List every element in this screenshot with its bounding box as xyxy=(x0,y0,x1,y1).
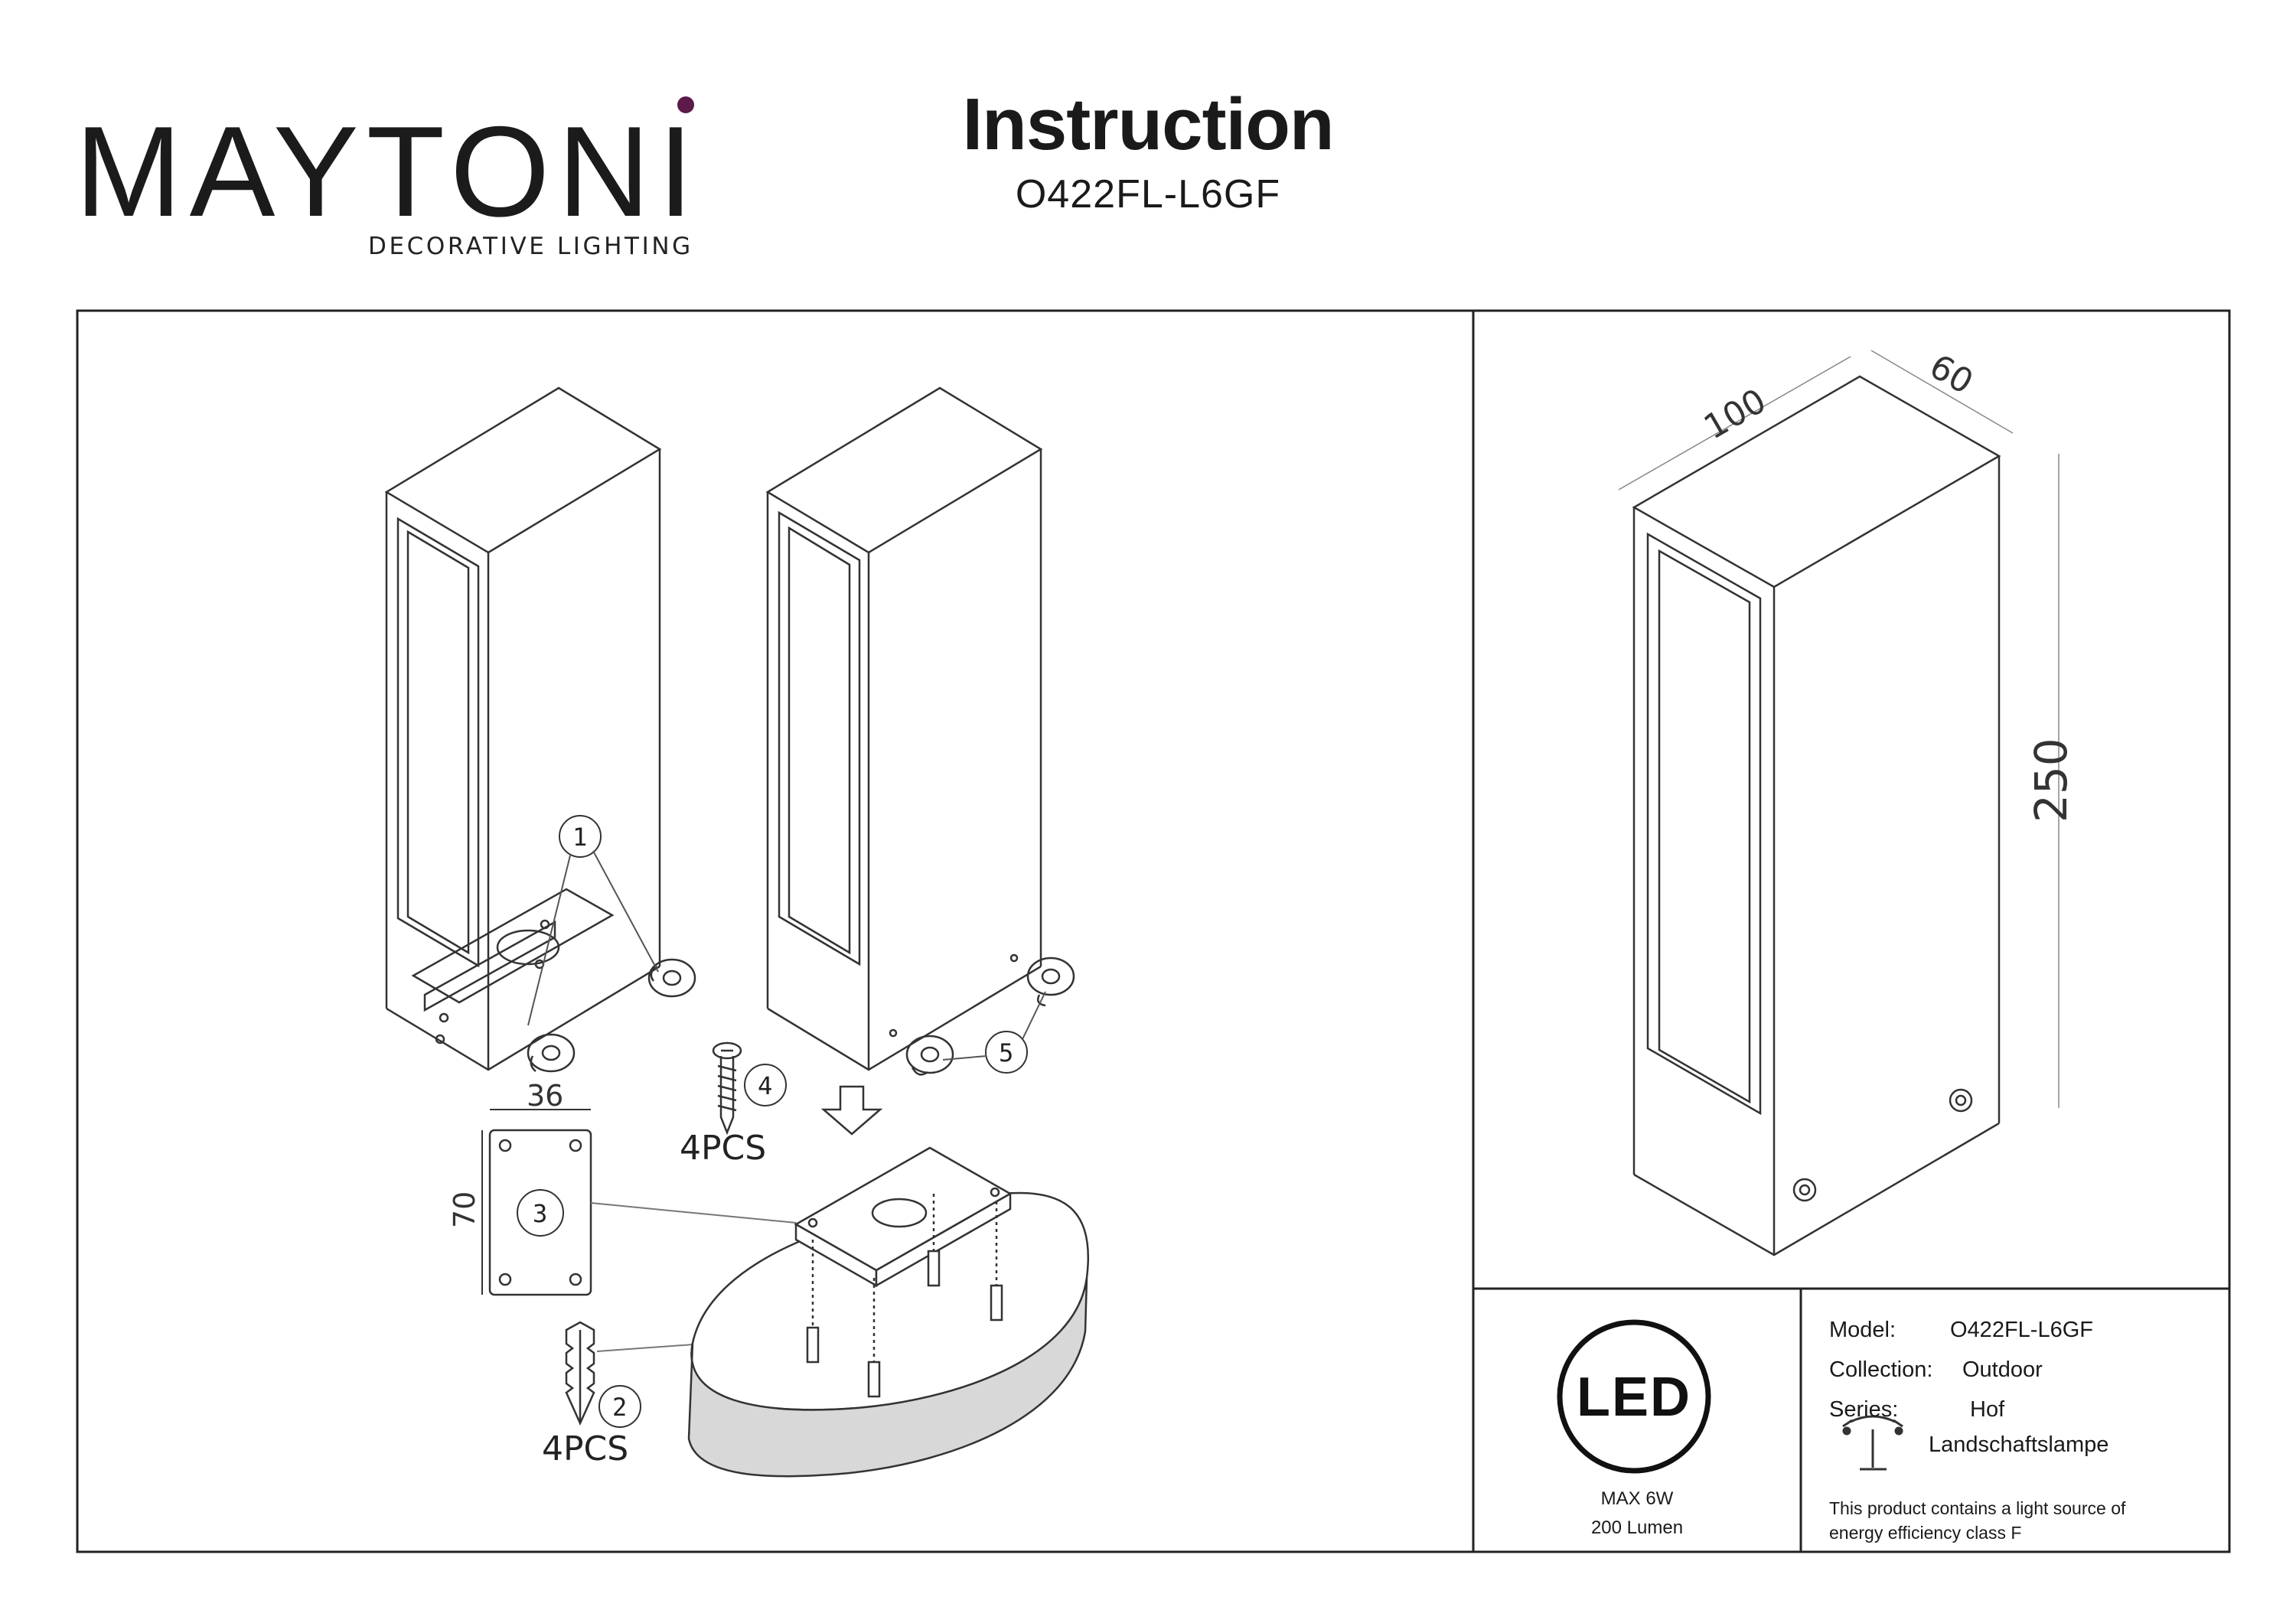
collection-label: Collection: xyxy=(1829,1357,1933,1382)
svg-text:4: 4 xyxy=(758,1071,772,1100)
anchor-quantity: 4PCS xyxy=(542,1429,628,1468)
brand-name: MAYTONI xyxy=(75,107,701,230)
svg-text:3: 3 xyxy=(533,1199,547,1228)
brand-logo: MAYTONI xyxy=(75,107,701,230)
lamp-closed xyxy=(765,386,1043,1071)
bolt-5b xyxy=(1026,957,1075,1007)
model-code-header: O422FL-L6GF xyxy=(1015,172,1281,217)
brand-tagline: DECORATIVE LIGHTING xyxy=(368,233,693,260)
dimension-depth: 60 xyxy=(1923,347,1980,402)
callout-3: 3 xyxy=(517,1189,564,1237)
svg-text:1: 1 xyxy=(572,823,587,852)
anchors-in-stone xyxy=(806,1194,1003,1398)
plate-width-label: 36 xyxy=(527,1079,563,1113)
product-type: Landschaftslampe xyxy=(1929,1432,2109,1457)
led-badge-text: LED xyxy=(1577,1367,1691,1428)
energy-note-line2: energy efficiency class F xyxy=(1829,1523,2022,1543)
lamp-with-bracket xyxy=(384,386,662,1071)
callout-1: 1 xyxy=(527,815,659,1026)
model-value: O422FL-L6GF xyxy=(1950,1318,2093,1342)
collection-value: Outdoor xyxy=(1962,1357,2043,1382)
bolt-5a xyxy=(905,1035,954,1076)
series-value: Hof xyxy=(1970,1397,2005,1422)
callout-5: 5 xyxy=(942,991,1046,1074)
lumen-rating: 200 Lumen xyxy=(1590,1517,1684,1538)
plate-height-label: 70 xyxy=(448,1191,481,1228)
callout-4: 4 xyxy=(744,1064,787,1106)
screw-part xyxy=(712,1041,742,1136)
model-label: Model: xyxy=(1829,1318,1896,1342)
power-rating: MAX 6W xyxy=(1600,1488,1674,1509)
energy-note-line1: This product contains a light source of xyxy=(1829,1498,2126,1518)
svg-text:5: 5 xyxy=(999,1038,1013,1067)
led-badge-circle xyxy=(1557,1319,1711,1474)
bolt-1a xyxy=(527,1033,576,1073)
dimension-lamp xyxy=(1632,375,2001,1256)
main-frame xyxy=(76,309,2231,1553)
floor-bracket xyxy=(794,1146,1013,1288)
anchor-part xyxy=(565,1321,595,1426)
series-label: Series: xyxy=(1829,1397,1899,1422)
page-title: Instruction xyxy=(962,83,1335,165)
arrow-down-icon xyxy=(820,1085,883,1136)
callout-2: 2 xyxy=(598,1385,641,1428)
landscape-lamp-icon xyxy=(1842,1415,1903,1471)
svg-text:2: 2 xyxy=(612,1393,627,1422)
leader-plate xyxy=(590,1202,797,1224)
dimension-height: 250 xyxy=(2025,738,2077,823)
mounting-plate xyxy=(481,1109,592,1296)
logo-accent-dot xyxy=(677,96,694,113)
screw-quantity: 4PCS xyxy=(680,1129,766,1168)
dimension-lines xyxy=(1618,350,2060,1108)
bolt-1b xyxy=(647,958,696,998)
